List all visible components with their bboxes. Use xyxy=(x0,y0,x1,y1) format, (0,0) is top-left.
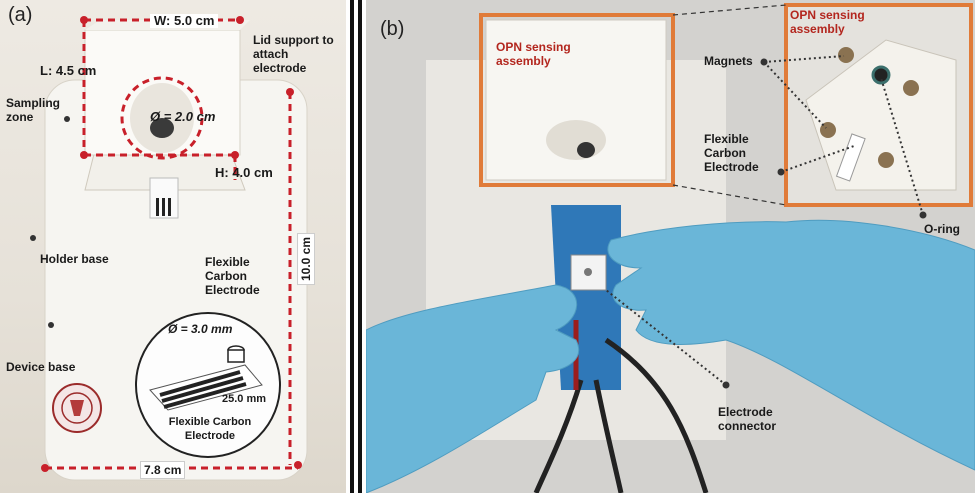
device-illustration xyxy=(41,16,308,481)
lid-support-label: Lid support to attach electrode xyxy=(253,33,334,75)
panel-a-device-photo: (a) W: 5.0 cm L: 4.5 cm Lid support to a… xyxy=(0,0,346,493)
device-base-label: Device base xyxy=(6,360,76,374)
inset-length-label: 25.0 mm xyxy=(222,393,267,405)
panel-a-tag: (a) xyxy=(8,4,33,26)
inset-diameter-label: Ø = 3.0 mm xyxy=(168,322,233,336)
inset-caption: Flexible Carbon Electrode xyxy=(168,416,252,442)
height-dimension-label: H: 4.0 cm xyxy=(215,165,273,180)
sampling-zone-label: Sampling zone xyxy=(6,96,61,124)
panel-b-tag: (b) xyxy=(380,18,405,40)
panel-divider-left xyxy=(350,0,354,493)
width-dimension-label: W: 5.0 cm xyxy=(150,14,219,28)
magnets-label: Magnets xyxy=(704,54,753,68)
panel-divider-right xyxy=(358,0,362,493)
zone-diameter-label: Ø = 2.0 cm xyxy=(150,109,216,124)
device-width-label: 7.8 cm xyxy=(140,461,186,479)
zoom-assembly-label: OPN sensing assembly xyxy=(790,8,865,36)
panel-b-assembly-photo: (b) OPN sensing assembly OPN sensing ass… xyxy=(366,0,975,493)
length-dimension-label: L: 4.5 cm xyxy=(40,63,97,78)
device-base-pointer xyxy=(48,322,54,328)
holder-base-pointer xyxy=(30,235,36,241)
assembly-label: OPN sensing assembly xyxy=(496,40,571,68)
connector-label: Electrode connector xyxy=(718,405,777,433)
assembly-illustration xyxy=(366,0,975,493)
sampling-zone-pointer xyxy=(64,116,70,122)
device-height-label: 10.0 cm xyxy=(297,232,316,286)
flexible-electrode-label: Flexible Carbon Electrode xyxy=(205,255,260,297)
zoom-electrode-label: Flexible Carbon Electrode xyxy=(704,132,759,174)
oring-label: O-ring xyxy=(924,222,960,236)
holder-base-label: Holder base xyxy=(40,252,109,266)
